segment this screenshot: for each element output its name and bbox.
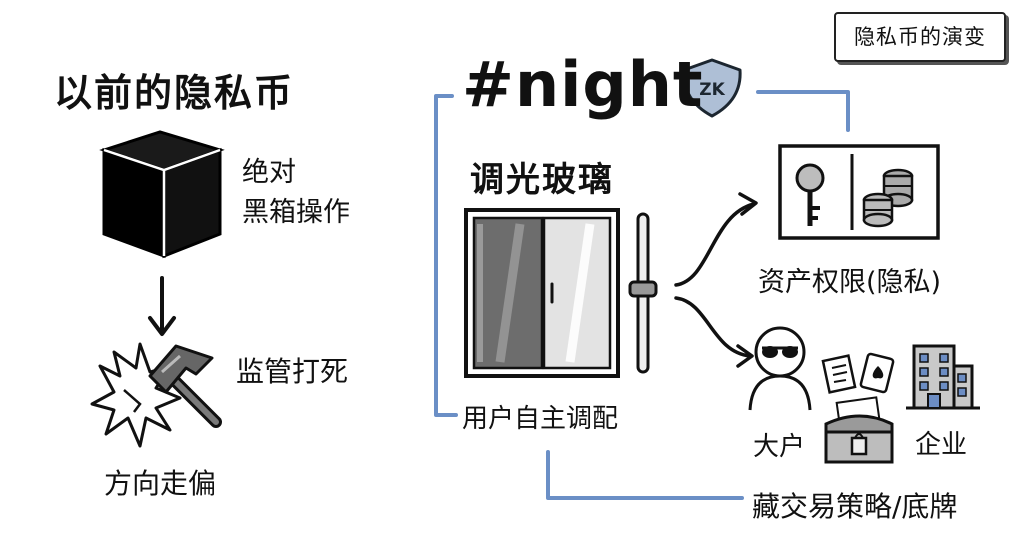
bottom-connector xyxy=(546,450,744,500)
hidden-strategy-label: 藏交易策略/底牌 xyxy=(752,490,958,523)
enterprise-label: 企业 xyxy=(915,430,968,460)
blackbox-label-line1: 绝对 xyxy=(242,157,296,188)
smart-window-icon xyxy=(464,208,620,378)
asset-permission-card xyxy=(778,144,940,240)
black-cube-icon xyxy=(99,130,225,259)
arrow-to-asset xyxy=(674,202,756,287)
top-right-connector xyxy=(756,90,850,132)
asset-permission-label: 资产权限(隐私) xyxy=(758,267,942,298)
crack-icon xyxy=(90,342,182,448)
slider-icon xyxy=(628,212,658,374)
treasure-chest-icon xyxy=(824,396,894,464)
corner-tag: 隐私币的演变 xyxy=(834,12,1006,62)
document-icon xyxy=(821,354,857,394)
hammer-icon xyxy=(148,344,222,428)
outcome-label: 方向走偏 xyxy=(104,467,217,500)
playing-card-icon xyxy=(859,352,895,394)
glass-title: 调光玻璃 xyxy=(470,160,614,200)
brand-title: #night xyxy=(462,48,704,121)
left-title: 以前的隐私币 xyxy=(54,71,295,115)
whale-label: 大户 xyxy=(753,432,806,462)
user-control-label: 用户自主调配 xyxy=(462,404,619,434)
arrow-to-users xyxy=(674,296,752,358)
sunglasses-person-icon xyxy=(748,326,812,411)
shield-icon xyxy=(682,58,742,118)
key-icon xyxy=(795,163,825,226)
coin-stack-icon xyxy=(862,168,914,228)
office-building-icon xyxy=(906,344,980,410)
shield-label: ZK xyxy=(699,80,725,100)
down-arrow-icon xyxy=(148,276,176,336)
left-bracket xyxy=(434,94,458,417)
blackbox-label-line2: 黑箱操作 xyxy=(242,197,350,228)
regulation-label: 监管打死 xyxy=(236,355,349,388)
